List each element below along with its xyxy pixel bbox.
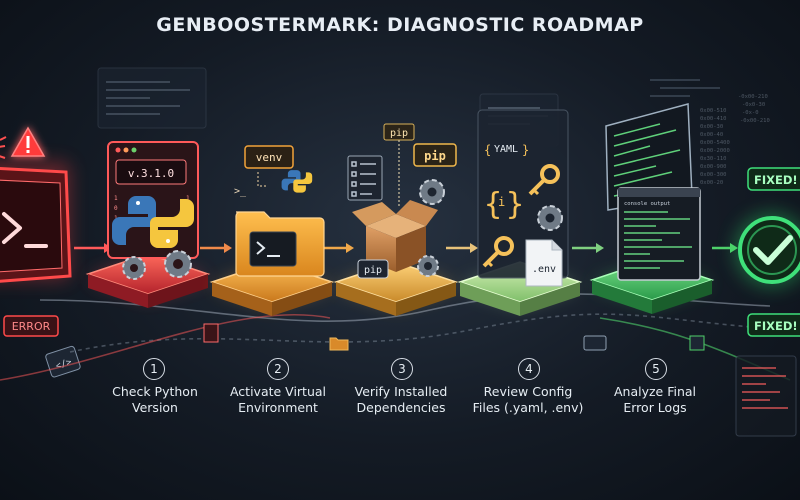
flow-arrows [74,243,738,253]
step-2-illustration: venv >_ [209,145,335,316]
step-4-number: 4 [518,358,540,380]
step-2-number: 2 [267,358,289,380]
svg-text:0x00-2000: 0x00-2000 [700,148,730,154]
svg-text:0x00-5400: 0x00-5400 [700,140,730,146]
svg-text:0x00-300: 0x00-300 [700,172,727,178]
svg-text:FIXED!: FIXED! [754,319,798,333]
svg-text:>_: >_ [234,186,247,197]
svg-text:}: } [522,143,529,157]
python-logo-icon [112,196,194,248]
svg-text:0x00-20: 0x00-20 [700,180,723,186]
svg-text:0x00-40: 0x00-40 [700,132,723,138]
svg-text:{: { [484,143,491,157]
svg-text:0x00-30: 0x00-30 [700,124,723,130]
step-4-illustration: { YAML } { i } .env [457,109,583,316]
svg-text:{: { [484,187,502,222]
gear-icon [122,250,192,280]
svg-text:-0x00-210: -0x00-210 [740,118,770,124]
svg-text:0x30-110: 0x30-110 [700,156,727,162]
fixed-checkmark [734,212,800,288]
key-icon [482,164,560,268]
step-1-number: 1 [143,358,165,380]
svg-text:-0x00-210: -0x00-210 [738,94,768,100]
warning-icon [10,126,46,157]
svg-text:0x00-510: 0x00-510 [700,108,727,114]
svg-text:venv: venv [256,151,283,164]
step-5-number: 5 [645,358,667,380]
svg-text:pip: pip [424,149,446,163]
error-badge: ERROR [3,315,59,337]
error-monitor [0,126,72,283]
gear-icon [537,205,563,231]
svg-text:-0x-0: -0x-0 [742,110,759,116]
step-3-number: 3 [391,358,413,380]
svg-text:pip: pip [364,265,382,276]
gear-icon [417,179,445,277]
svg-text:0: 0 [114,205,118,212]
fixed-badge-top: FIXED! [747,167,800,191]
folder-terminal-icon [235,211,325,277]
python-logo-icon [281,170,313,193]
code-bracket-icon: </> [45,345,81,378]
svg-text:v.3.1.0: v.3.1.0 [128,167,174,180]
svg-text:i: i [498,195,505,209]
svg-text:0x00-410: 0x00-410 [700,116,727,122]
svg-text:YAML: YAML [494,144,518,155]
svg-text:pip: pip [390,128,408,139]
svg-text:1: 1 [186,195,190,202]
svg-text:console output: console output [624,201,670,207]
floating-decor [203,323,797,437]
check-icon [753,235,793,265]
svg-text:ERROR: ERROR [12,320,51,333]
svg-text:}: } [506,187,524,222]
svg-text:1: 1 [114,195,118,202]
console-log-icon: console output [617,187,701,281]
fixed-badge-bottom: FIXED! [747,313,800,337]
svg-text:-0x0-30: -0x0-30 [742,102,765,108]
svg-text:FIXED!: FIXED! [754,173,798,187]
svg-text:.env: .env [532,264,556,275]
svg-text:0x00-900: 0x00-900 [700,164,727,170]
step-1-illustration: v.3.1.0 101 110 [85,141,211,308]
page-title: GENBOOSTERMARK: DIAGNOSTIC ROADMAP [156,14,644,36]
config-file-icon: .env [525,239,563,287]
step-3-illustration: pip pip pip [333,123,459,316]
step-5-illustration: console output [589,103,715,314]
